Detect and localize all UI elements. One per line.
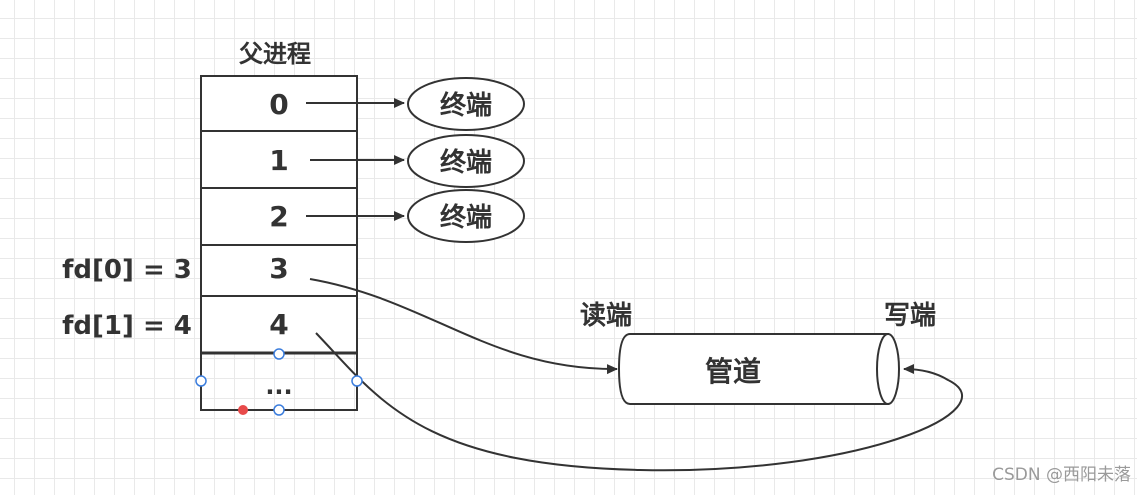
fd-write-label: fd[1] = 4 (62, 311, 192, 341)
fd-number-2: 2 (269, 200, 288, 233)
fd-number-1: 1 (269, 144, 288, 177)
arrow-fd3-pipe-read[interactable] (309, 278, 618, 375)
watermark: CSDN @西阳未落 (992, 465, 1131, 485)
selection-handle-top[interactable] (273, 348, 285, 360)
fd-cell-3[interactable] (200, 244, 358, 297)
terminal-node-1[interactable]: 终端 (407, 134, 525, 188)
fd-table: 0 1 2 3 4 ... (200, 75, 358, 411)
selection-handle-left[interactable] (195, 375, 207, 387)
terminal-label-2: 终端 (440, 202, 492, 233)
fd-number-3: 3 (269, 252, 288, 285)
selection-handle-right[interactable] (351, 375, 363, 387)
selection-handle-bottom[interactable] (273, 404, 285, 416)
pipe-write-end-label: 写端 (884, 301, 936, 331)
pipe-read-end-label: 读端 (580, 301, 632, 331)
fd-number-4: 4 (269, 308, 288, 341)
pipe-write-cap (876, 333, 900, 405)
fd-more-ellipsis: ... (265, 372, 292, 400)
terminal-label-1: 终端 (440, 147, 492, 178)
fd-number-0: 0 (269, 88, 288, 121)
terminal-node-0[interactable]: 终端 (407, 77, 525, 131)
process-title: 父进程 (239, 40, 311, 68)
arrow-fd4-pipe-write[interactable] (315, 332, 963, 472)
terminal-label-0: 终端 (440, 90, 492, 121)
terminal-node-2[interactable]: 终端 (407, 189, 525, 243)
pipe-label: 管道 (705, 355, 761, 388)
fd-read-label: fd[0] = 3 (62, 255, 192, 285)
pipe-node[interactable]: 管道 (617, 333, 900, 405)
selection-anchor-dot[interactable] (238, 405, 248, 415)
